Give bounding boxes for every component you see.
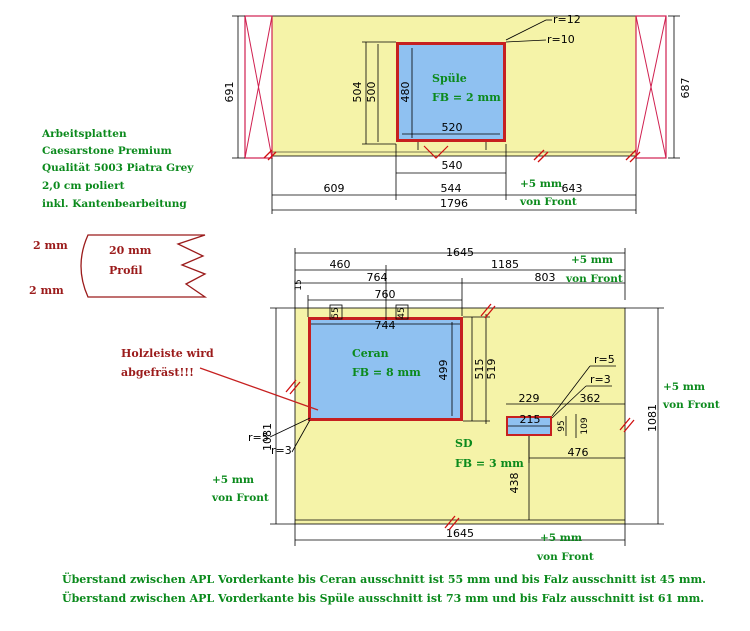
ceran-cutout <box>311 320 460 418</box>
dim-total-top: 1796 <box>440 197 468 210</box>
spec-block: Arbeitsplatten Caesarstone Premium Quali… <box>41 128 194 210</box>
dim-height-left: 691 <box>223 82 236 103</box>
dim-seg-right: 643 <box>562 182 583 195</box>
dim-sd-95: 95 <box>557 420 567 431</box>
dim-r5-left: r=5 <box>248 431 269 444</box>
dim-ceran-h-b: 519 <box>485 359 498 380</box>
dim-seg-460: 460 <box>330 258 351 271</box>
dim-seg-mid: 544 <box>441 182 462 195</box>
dim-r3-left: r=3 <box>271 444 292 457</box>
dim-seg-744: 744 <box>375 319 396 332</box>
top-von-front: von Front <box>519 196 577 208</box>
holzleiste-line-1: Holzleiste wird <box>121 347 214 360</box>
dim-sd-362: 362 <box>580 392 601 405</box>
topright-von-front: von Front <box>565 273 623 285</box>
break-mark-b-right <box>619 417 635 433</box>
profile-left-bottom: 2 mm <box>29 284 64 297</box>
profile-shape <box>80 234 208 298</box>
profile-left-top: 2 mm <box>33 239 68 252</box>
sd-fb-label: FB = 3 mm <box>455 457 524 470</box>
sink-fb-label: FB = 2 mm <box>432 91 501 104</box>
top-plan: Spüle FB = 2 mm 691 687 504 500 480 520 … <box>223 13 692 214</box>
dim-seg-764: 764 <box>367 271 388 284</box>
note-line-1: Überstand zwischen APL Vorderkante bis C… <box>62 572 706 586</box>
dim-small-15: 15 <box>294 279 304 290</box>
spec-line-2: Caesarstone Premium <box>42 145 172 157</box>
profile-title: 20 mm <box>109 244 152 257</box>
note-line-2: Überstand zwischen APL Vorderkante bis S… <box>62 591 704 605</box>
dim-seg-803: 803 <box>535 271 556 284</box>
dim-seg-left: 609 <box>324 182 345 195</box>
dim-seg-760: 760 <box>375 288 396 301</box>
ceran-label: Ceran <box>352 347 389 360</box>
topright-plus5: +5 mm <box>571 254 613 266</box>
break-mark-b-left <box>285 379 301 395</box>
top-plus5: +5 mm <box>520 178 562 190</box>
left-plus5: +5 mm <box>212 474 254 486</box>
left-wall-hatch <box>244 15 273 159</box>
sd-label: SD <box>455 437 473 450</box>
dim-sink-h-mid: 500 <box>365 82 378 103</box>
dim-ceran-h-inner: 499 <box>437 360 450 381</box>
profile-subtitle: Profil <box>109 264 143 277</box>
dim-sink-w-inner: 520 <box>442 121 463 134</box>
dim-ceran-h-a: 515 <box>473 359 486 380</box>
dim-small-55: 55 <box>331 307 341 318</box>
dim-sd-476: 476 <box>568 446 589 459</box>
dim-sd-109: 109 <box>580 417 590 434</box>
right-wall-hatch <box>635 15 667 159</box>
right-von-front: von Front <box>662 399 720 411</box>
dim-height-right: 687 <box>679 78 692 99</box>
dim-sd-229: 229 <box>519 392 540 405</box>
break-mark-mid <box>533 149 549 163</box>
spec-line-3: Qualität 5003 Piatra Grey <box>42 162 194 174</box>
dim-r-inner: r=10 <box>547 33 575 46</box>
bottom-von-front: von Front <box>536 551 594 563</box>
notes: Überstand zwischen APL Vorderkante bis C… <box>62 572 706 605</box>
bottom-plan: Ceran FB = 8 mm SD FB = 3 mm 1645 460 11… <box>121 246 720 563</box>
dim-total-bottom: 1645 <box>446 527 474 540</box>
dim-small-45: 45 <box>397 307 407 318</box>
holzleiste-arrow <box>199 367 319 411</box>
sink-front-mark <box>423 145 449 159</box>
left-von-front: von Front <box>211 492 269 504</box>
edge-profile: 2 mm 2 mm 20 mm Profil <box>29 234 208 298</box>
dim-sink-w-outer: 540 <box>442 159 463 172</box>
break-mark-b-bottom <box>444 515 460 531</box>
dim-total-top-b: 1645 <box>446 246 474 259</box>
dim-sink-h-inner: 480 <box>399 82 412 103</box>
dim-sd-438: 438 <box>508 473 521 494</box>
dim-seg-1185: 1185 <box>491 258 519 271</box>
dim-height-right-b: 1081 <box>646 404 659 432</box>
dim-r5-right: r=5 <box>594 353 615 366</box>
spec-line-4: 2,0 cm poliert <box>42 180 125 192</box>
break-mark-b-top <box>480 303 496 319</box>
ceran-fb-label: FB = 8 mm <box>352 366 421 379</box>
dim-sink-h-outer: 504 <box>351 82 364 103</box>
spec-line-1: Arbeitsplatten <box>41 128 127 140</box>
bottom-plus5: +5 mm <box>540 532 582 544</box>
spec-line-5: inkl. Kantenbearbeitung <box>42 198 187 210</box>
dim-r3-right: r=3 <box>590 373 611 386</box>
dim-sd-215: 215 <box>520 413 541 426</box>
sink-label: Spüle <box>432 72 467 85</box>
break-mark-left <box>263 149 277 161</box>
holzleiste-line-2: abgefräst!!! <box>121 366 194 379</box>
sink-cutout <box>399 45 503 139</box>
right-plus5: +5 mm <box>663 381 705 393</box>
dim-height-left-b: 1081 <box>261 423 274 451</box>
dim-r-outer: r=12 <box>553 13 581 26</box>
break-mark-right <box>625 149 641 163</box>
